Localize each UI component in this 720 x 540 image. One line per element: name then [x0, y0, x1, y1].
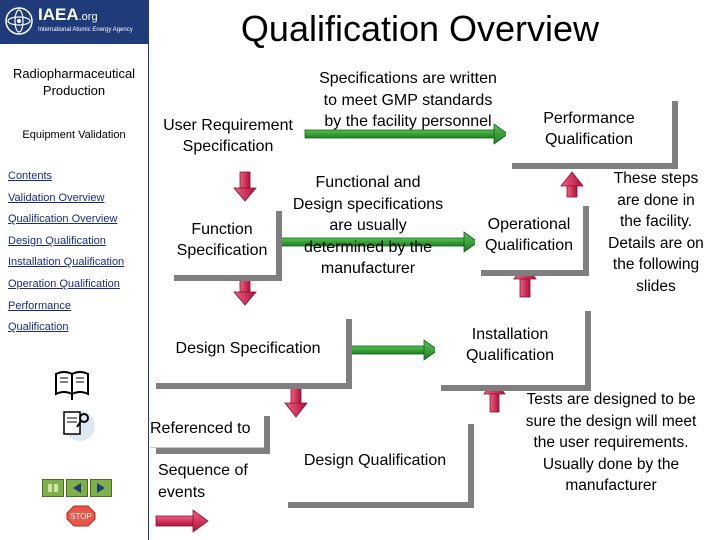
sidebar: IAEA.org International Atomic Energy Age…: [0, 0, 149, 540]
legend-sequence-of-events: Sequence of events: [158, 462, 248, 501]
forward-arrow-icon[interactable]: [90, 479, 112, 497]
red-arrow-urs-to-fs: [233, 171, 257, 202]
back-arrow-icon[interactable]: [66, 479, 88, 497]
iaea-logo[interactable]: IAEA.org International Atomic Energy Age…: [0, 0, 148, 44]
sidebar-subtitle: Equipment Validation: [22, 129, 126, 141]
atom-icon: [5, 7, 33, 35]
nav-design-qualification[interactable]: Design Qualification: [8, 235, 106, 247]
design-qualification-box: Design Qualification: [282, 418, 468, 502]
note-gmp: Specifications are written to meet GMP s…: [319, 70, 497, 130]
green-arrow-urs-to-pq: [304, 123, 509, 145]
nav-contents[interactable]: Contents: [8, 170, 53, 182]
svg-text:STOP: STOP: [70, 512, 92, 521]
document-magnifier-icon[interactable]: [58, 404, 96, 442]
note-functional-design: Functional and Design specifications are…: [292, 174, 444, 277]
nav-qualification[interactable]: Qualification: [8, 321, 69, 333]
red-arrow-fs-to-ds: [233, 275, 257, 306]
legend-red-arrow-icon: [155, 509, 209, 533]
home-icon[interactable]: [42, 479, 64, 497]
page-title: Qualification Overview: [240, 8, 600, 49]
user-requirement-spec-box: User Requirement Specification: [163, 116, 293, 155]
sidebar-title: Radiopharmaceutical Production: [12, 66, 136, 98]
note-tests-designed: Tests are designed to be sure the design…: [525, 391, 697, 494]
legend-referenced-to: Referenced to: [150, 410, 264, 448]
red-arrow-iq-to-oq: [513, 264, 537, 298]
function-spec-box: Function Specification: [168, 205, 276, 275]
red-arrow-dq-to-iq: [483, 379, 506, 413]
logo-name: IAEA.org: [38, 5, 98, 24]
nav-operation-qualification[interactable]: Operation Qualification: [8, 278, 120, 290]
nav-performance[interactable]: Performance: [8, 300, 71, 312]
nav-qualification-overview[interactable]: Qualification Overview: [8, 213, 118, 225]
red-arrow-ds-to-dq: [284, 386, 308, 418]
operational-qualification-box: Operational Qualification: [475, 200, 583, 270]
nav-validation-overview[interactable]: Validation Overview: [8, 192, 105, 204]
nav-installation-qualification[interactable]: Installation Qualification: [8, 256, 125, 268]
installation-qualification-box: Installation Qualification: [435, 305, 585, 385]
stop-icon[interactable]: STOP: [66, 505, 96, 527]
logo-subtitle: International Atomic Energy Agency: [38, 27, 133, 33]
design-spec-box: Design Specification: [150, 313, 346, 383]
note-steps-in-facility: These steps are done in the facility. De…: [608, 170, 704, 295]
performance-qualification-box: Performance Qualification: [506, 95, 672, 163]
book-icon[interactable]: [52, 366, 92, 402]
red-arrow-oq-to-pq: [560, 171, 584, 198]
